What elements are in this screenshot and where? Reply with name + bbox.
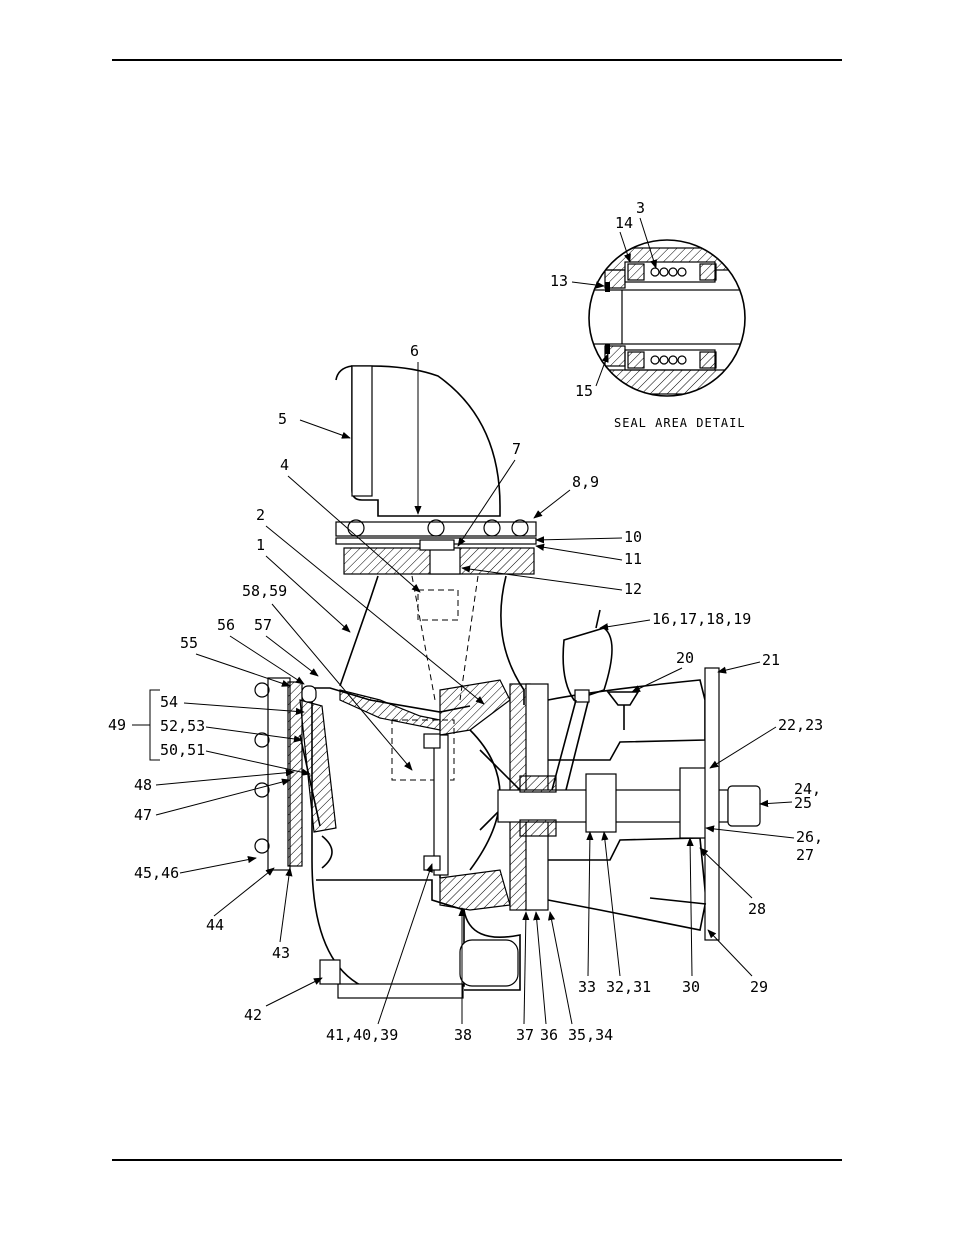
seal-label-14: 14 <box>615 214 633 232</box>
pump-body <box>254 365 761 999</box>
callout-25: 25 <box>794 794 812 812</box>
callout-41-40-39: 41,40,39 <box>326 1026 398 1044</box>
callout-42: 42 <box>244 1006 262 1024</box>
seal-label-3: 3 <box>636 199 645 217</box>
seal-area-detail <box>588 239 746 397</box>
callout-56: 56 <box>217 616 235 634</box>
callout-45-46: 45,46 <box>134 864 179 882</box>
seal-label-13: 13 <box>550 272 568 290</box>
callout-20: 20 <box>676 649 694 667</box>
callout-21: 21 <box>762 651 780 669</box>
callout-37: 37 <box>516 1026 534 1044</box>
callout-35-34: 35,34 <box>568 1026 613 1044</box>
callout-47: 47 <box>134 806 152 824</box>
callout-6: 6 <box>410 342 419 360</box>
seal-label-15: 15 <box>575 382 593 400</box>
callout-43: 43 <box>272 944 290 962</box>
seal-area-caption: SEAL AREA DETAIL <box>614 416 746 430</box>
callout-49-bracket <box>149 689 160 761</box>
callout-4: 4 <box>280 456 289 474</box>
callout-48: 48 <box>134 776 152 794</box>
callout-11: 11 <box>624 550 642 568</box>
callout-52-53: 52,53 <box>160 717 205 735</box>
callout-26: 26, <box>796 828 823 846</box>
callout-24: 24, <box>794 780 821 798</box>
callout-33: 33 <box>578 978 596 996</box>
callout-28: 28 <box>748 900 766 918</box>
callout-27: 27 <box>796 846 814 864</box>
callout-1: 1 <box>256 536 265 554</box>
callout-30: 30 <box>682 978 700 996</box>
callout-5: 5 <box>278 410 287 428</box>
callout-8-9: 8,9 <box>572 473 599 491</box>
callout-29: 29 <box>750 978 768 996</box>
callout-54: 54 <box>160 693 178 711</box>
callout-50-51: 50,51 <box>160 741 205 759</box>
callout-58-59: 58,59 <box>242 582 287 600</box>
callout-49: 49 <box>108 716 126 734</box>
callout-32-31: 32,31 <box>606 978 651 996</box>
callout-12: 12 <box>624 580 642 598</box>
callout-10: 10 <box>624 528 642 546</box>
callout-22-23: 22,23 <box>778 716 823 734</box>
callout-44: 44 <box>206 916 224 934</box>
callout-57: 57 <box>254 616 272 634</box>
callout-16-19: 16,17,18,19 <box>652 610 751 628</box>
callout-2: 2 <box>256 506 265 524</box>
callout-55: 55 <box>180 634 198 652</box>
callout-38: 38 <box>454 1026 472 1044</box>
callout-7: 7 <box>512 440 521 458</box>
callout-36: 36 <box>540 1026 558 1044</box>
